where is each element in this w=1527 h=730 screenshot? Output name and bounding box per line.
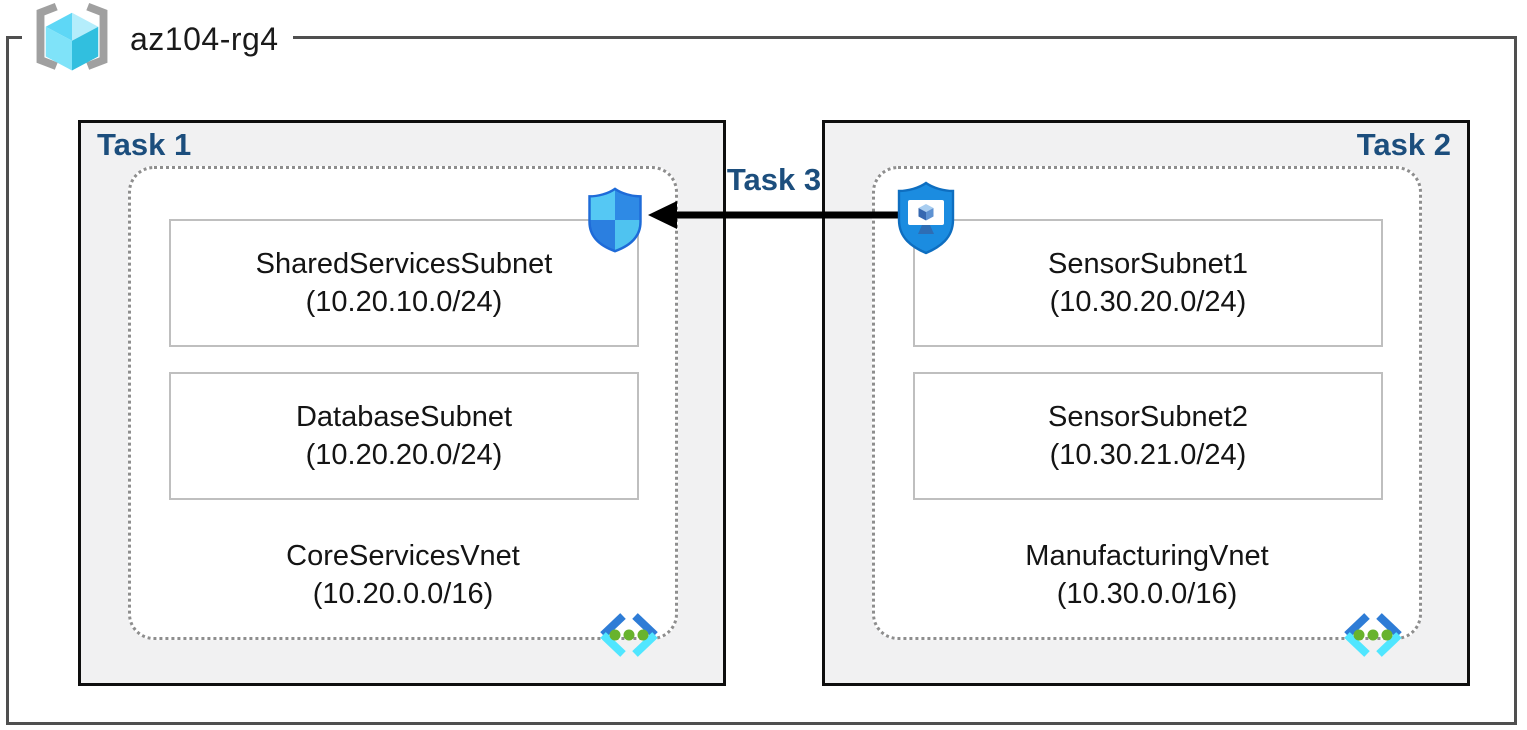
- vnet-name: ManufacturingVnet: [1025, 540, 1269, 572]
- virtual-network-icon: [1344, 613, 1402, 657]
- subnet-name: DatabaseSubnet: [295, 401, 513, 433]
- task3-label: Task 3: [726, 162, 822, 197]
- task1-label: Task 1: [97, 127, 192, 162]
- resource-group-icon: [36, 2, 108, 71]
- task2-vnet-label: ManufacturingVnet (10.30.0.0/16): [875, 537, 1419, 613]
- subnet-name: SensorSubnet2: [1048, 401, 1248, 433]
- vnet-name: CoreServicesVnet: [286, 540, 520, 572]
- virtual-network-icon: [600, 613, 658, 657]
- task2-label: Task 2: [1356, 127, 1451, 162]
- bastion-shield-monitor-icon: [897, 181, 955, 255]
- subnet-box-database: DatabaseSubnet (10.20.20.0/24): [169, 372, 639, 500]
- resource-group-legend: az104-rg4: [22, 0, 293, 78]
- task1-vnet-container: SharedServicesSubnet (10.20.10.0/24) Dat…: [128, 166, 678, 657]
- task2-vnet-container: SensorSubnet1 (10.30.20.0/24) SensorSubn…: [872, 166, 1422, 657]
- peering-arrow: [648, 201, 900, 229]
- subnet-box-sharedservices: SharedServicesSubnet (10.20.10.0/24): [169, 219, 639, 347]
- task2-box: Task 2 SensorSubnet1 (10.30.20.0/24) Sen…: [822, 120, 1470, 686]
- subnet-cidr: (10.20.20.0/24): [305, 439, 503, 471]
- vnet-cidr: (10.20.0.0/16): [312, 578, 494, 610]
- defender-shield-icon: [588, 187, 642, 253]
- subnet-name: SensorSubnet1: [1048, 248, 1248, 280]
- resource-group-name: az104-rg4: [130, 20, 279, 57]
- subnet-cidr: (10.30.21.0/24): [1049, 439, 1247, 471]
- subnet-box-sensor2: SensorSubnet2 (10.30.21.0/24): [913, 372, 1383, 500]
- resource-group-border: [6, 36, 1517, 725]
- vnet-cidr: (10.30.0.0/16): [1056, 578, 1238, 610]
- task1-vnet-label: CoreServicesVnet (10.20.0.0/16): [131, 537, 675, 613]
- subnet-cidr: (10.30.20.0/24): [1049, 286, 1247, 318]
- subnet-cidr: (10.20.10.0/24): [305, 286, 503, 318]
- subnet-name: SharedServicesSubnet: [255, 248, 553, 280]
- subnet-box-sensor1: SensorSubnet1 (10.30.20.0/24): [913, 219, 1383, 347]
